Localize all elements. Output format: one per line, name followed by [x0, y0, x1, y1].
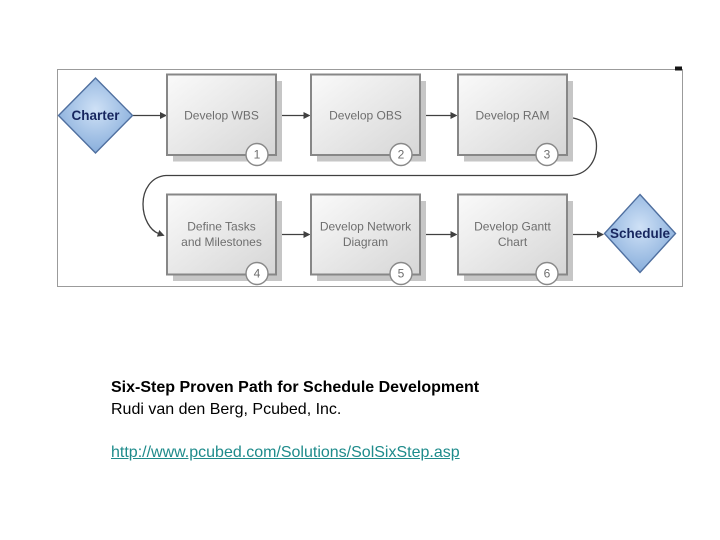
step-number-circle — [389, 142, 413, 167]
diagram-canvas: Charter Develop WBS 1 Develop OBS 2 Deve… — [57, 66, 683, 287]
box — [166, 193, 277, 276]
charter-label: Charter — [71, 108, 120, 123]
loop-connector — [142, 116, 598, 237]
schedule-label: Schedule — [610, 226, 671, 241]
corner-artifact — [675, 66, 682, 71]
caption: Six-Step Proven Path for Schedule Develo… — [111, 377, 551, 463]
step-number: 2 — [398, 148, 405, 162]
charter-diamond: Charter — [57, 77, 134, 154]
box-label: Develop OBS — [329, 109, 402, 123]
slide-author: Rudi van den Berg, Pcubed, Inc. — [111, 400, 342, 418]
box — [310, 73, 421, 156]
step-box-4: Define Tasks and Milestones 4 — [166, 193, 282, 286]
diamond-shape — [603, 193, 677, 274]
step-number: 3 — [544, 148, 551, 162]
box-label: Develop Network — [320, 220, 412, 234]
schedule-diamond: Schedule — [603, 193, 677, 274]
slide-title: Six-Step Proven Path for Schedule Develo… — [111, 379, 480, 396]
step-number-circle — [245, 142, 269, 167]
box-label: and Milestones — [181, 235, 262, 249]
step-number-circle — [389, 261, 413, 286]
diagram-border — [57, 69, 683, 287]
step-box-5: Develop Network Diagram 5 — [310, 193, 426, 286]
step-number: 6 — [544, 267, 551, 281]
box-label: Chart — [498, 235, 528, 249]
box-label: Develop RAM — [475, 109, 549, 123]
step-number: 4 — [254, 267, 261, 281]
step-number: 5 — [398, 267, 405, 281]
step-box-2: Develop OBS 2 — [310, 73, 426, 167]
step-box-1: Develop WBS 1 — [166, 73, 282, 167]
step-number-circle — [535, 261, 559, 286]
step-number-circle — [245, 261, 269, 286]
diamond-shape — [57, 77, 134, 154]
box-label: Diagram — [343, 235, 388, 249]
step-number-circle — [535, 142, 559, 167]
step-box-3: Develop RAM 3 — [457, 73, 573, 167]
box — [310, 193, 421, 276]
step-number: 1 — [254, 148, 261, 162]
box — [457, 193, 568, 276]
box-label: Define Tasks — [187, 220, 255, 234]
step-box-6: Develop Gantt Chart 6 — [457, 193, 573, 286]
six-step-flow-diagram: Charter Develop WBS 1 Develop OBS 2 Deve… — [57, 66, 683, 287]
box-label: Develop Gantt — [474, 220, 551, 234]
box — [457, 73, 568, 156]
source-link[interactable]: http://www.pcubed.com/Solutions/SolSixSt… — [111, 443, 460, 461]
box — [166, 73, 277, 156]
box-label: Develop WBS — [184, 109, 259, 123]
